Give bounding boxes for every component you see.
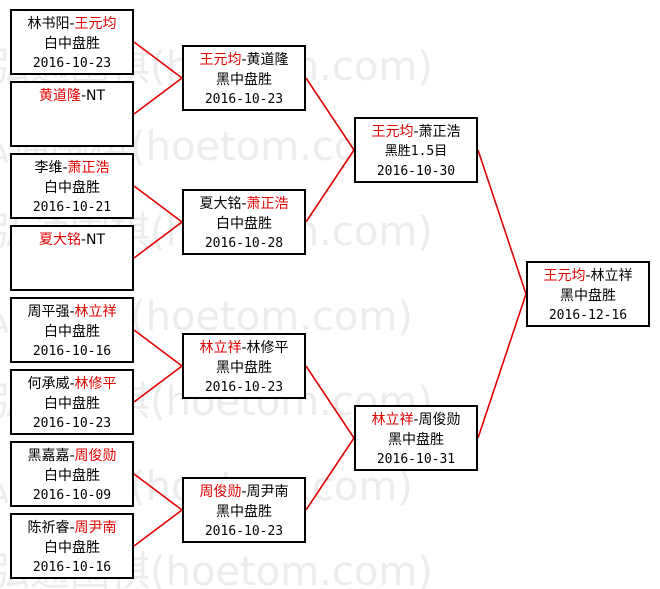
match-box-r1-2: 黄道隆-NT bbox=[10, 81, 134, 147]
match-date: 2016-10-21 bbox=[32, 200, 112, 215]
player-2: 周尹南 bbox=[246, 484, 289, 500]
bracket-connector-8 bbox=[133, 509, 183, 547]
player-1-winner: 周俊勋 bbox=[199, 484, 242, 500]
match-box-r1-3: 李维-萧正浩 白中盘胜 2016-10-21 bbox=[10, 153, 134, 219]
match-box-r1-4: 夏大铭-NT bbox=[10, 225, 134, 291]
bracket-connector-13 bbox=[477, 149, 527, 295]
player-1-winner: 林立祥 bbox=[199, 340, 242, 356]
player-1: 林书阳 bbox=[27, 16, 70, 32]
match-result: 白中盘胜 bbox=[44, 540, 100, 556]
player-2-winner: 周俊勋 bbox=[74, 448, 117, 464]
match-date: 2016-10-23 bbox=[32, 56, 112, 71]
match-result: 黑中盘胜 bbox=[388, 432, 444, 448]
bracket-connector-14 bbox=[477, 293, 527, 439]
bracket-connector-12 bbox=[305, 437, 355, 511]
player-2: NT bbox=[86, 232, 106, 248]
match-box-r2-3: 林立祥-林修平 黑中盘胜 2016-10-23 bbox=[182, 333, 306, 399]
match-date: 2016-10-16 bbox=[32, 560, 112, 575]
player-1-winner: 林立祥 bbox=[371, 412, 414, 428]
match-result: 白中盘胜 bbox=[216, 216, 272, 232]
bracket-connector-7 bbox=[133, 473, 183, 511]
bracket-connector-6 bbox=[133, 365, 183, 403]
match-date: 2016-10-23 bbox=[204, 380, 284, 395]
player-1: 黑嘉嘉 bbox=[27, 448, 70, 464]
player-1: 陈祈睿 bbox=[27, 520, 70, 536]
match-date: 2016-10-09 bbox=[32, 488, 112, 503]
player-2-winner: 萧正浩 bbox=[67, 160, 110, 176]
match-result: 白中盘胜 bbox=[44, 36, 100, 52]
match-result: 黑中盘胜 bbox=[560, 288, 616, 304]
player-2-winner: 周尹南 bbox=[74, 520, 117, 536]
match-date: 2016-10-16 bbox=[32, 344, 112, 359]
match-result: 黑中盘胜 bbox=[216, 504, 272, 520]
player-2: 周俊勋 bbox=[418, 412, 461, 428]
player-2-winner: 林立祥 bbox=[74, 304, 117, 320]
match-box-r1-7: 黑嘉嘉-周俊勋 白中盘胜 2016-10-09 bbox=[10, 441, 134, 507]
match-box-final: 王元均-林立祥 黑中盘胜 2016-12-16 bbox=[526, 261, 650, 327]
player-2-winner: 林修平 bbox=[74, 376, 117, 392]
player-2: 萧正浩 bbox=[418, 124, 461, 140]
match-box-r2-1: 王元均-黄道隆 黑中盘胜 2016-10-23 bbox=[182, 45, 306, 111]
match-result: 白中盘胜 bbox=[44, 324, 100, 340]
match-box-r1-6: 何承威-林修平 白中盘胜 2016-10-23 bbox=[10, 369, 134, 435]
match-result: 黑胜1.5目 bbox=[384, 144, 448, 159]
match-result: 白中盘胜 bbox=[44, 468, 100, 484]
player-1-winner: 黄道隆 bbox=[38, 88, 81, 104]
match-date: 2016-12-16 bbox=[548, 308, 628, 323]
player-2: NT bbox=[86, 88, 106, 104]
match-date: 2016-10-30 bbox=[376, 164, 456, 179]
match-date: 2016-10-23 bbox=[204, 524, 284, 539]
match-date: 2016-10-31 bbox=[376, 452, 456, 467]
match-box-r2-4: 周俊勋-周尹南 黑中盘胜 2016-10-23 bbox=[182, 477, 306, 543]
player-1: 李维 bbox=[34, 160, 63, 176]
player-1: 何承威 bbox=[27, 376, 70, 392]
match-date: 2016-10-28 bbox=[204, 236, 284, 251]
match-date: 2016-10-23 bbox=[32, 416, 112, 431]
player-1-winner: 王元均 bbox=[371, 124, 414, 140]
player-2-winner: 王元均 bbox=[74, 16, 117, 32]
player-2: 林立祥 bbox=[590, 268, 633, 284]
match-box-r2-2: 夏大铭-萧正浩 白中盘胜 2016-10-28 bbox=[182, 189, 306, 255]
player-1-winner: 夏大铭 bbox=[38, 232, 81, 248]
player-1-winner: 王元均 bbox=[543, 268, 586, 284]
bracket-connector-1 bbox=[133, 41, 183, 79]
player-1: 周平强 bbox=[27, 304, 70, 320]
bracket-connector-2 bbox=[133, 77, 183, 115]
bracket-connector-10 bbox=[305, 149, 355, 223]
player-1-winner: 王元均 bbox=[199, 52, 242, 68]
match-result: 白中盘胜 bbox=[44, 396, 100, 412]
bracket-connector-3 bbox=[133, 185, 183, 223]
match-box-r1-5: 周平强-林立祥 白中盘胜 2016-10-16 bbox=[10, 297, 134, 363]
bracket-connector-4 bbox=[133, 221, 183, 259]
match-box-r3-1: 王元均-萧正浩 黑胜1.5目 2016-10-30 bbox=[354, 117, 478, 183]
player-2: 林修平 bbox=[246, 340, 289, 356]
bracket-connector-9 bbox=[305, 77, 355, 151]
match-result: 黑中盘胜 bbox=[216, 72, 272, 88]
match-date: 2016-10-23 bbox=[204, 92, 284, 107]
match-result: 白中盘胜 bbox=[44, 180, 100, 196]
bracket-connector-5 bbox=[133, 329, 183, 367]
bracket-connector-11 bbox=[305, 365, 355, 439]
player-1: 夏大铭 bbox=[199, 196, 242, 212]
match-box-r3-2: 林立祥-周俊勋 黑中盘胜 2016-10-31 bbox=[354, 405, 478, 471]
match-box-r1-8: 陈祈睿-周尹南 白中盘胜 2016-10-16 bbox=[10, 513, 134, 579]
player-2-winner: 萧正浩 bbox=[246, 196, 289, 212]
match-box-r1-1: 林书阳-王元均 白中盘胜 2016-10-23 bbox=[10, 9, 134, 75]
player-2: 黄道隆 bbox=[246, 52, 289, 68]
match-result: 黑中盘胜 bbox=[216, 360, 272, 376]
